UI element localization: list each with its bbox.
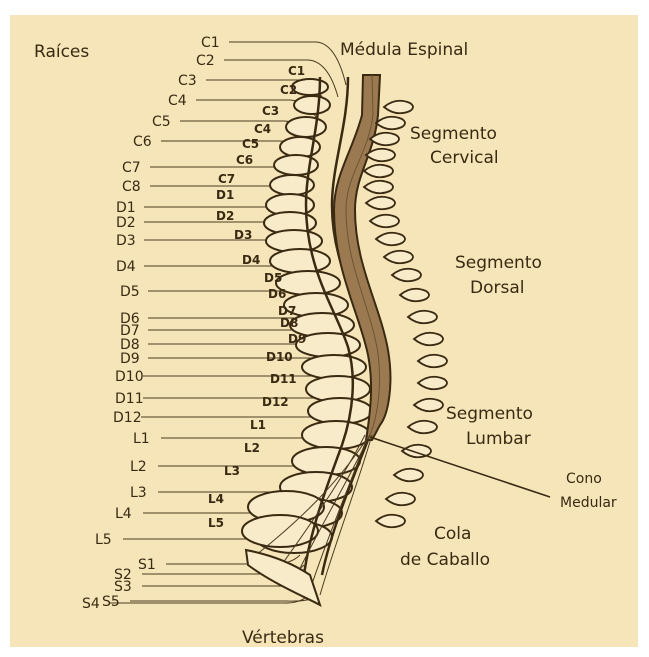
root-label-l1: L1 — [133, 431, 150, 447]
vertebra-label-c3: C3 — [262, 104, 279, 118]
root-label-c6: C6 — [133, 134, 152, 150]
root-label-l5: L5 — [95, 532, 112, 548]
root-label-c8: C8 — [122, 179, 141, 195]
root-label-c1: C1 — [201, 35, 220, 51]
vertebral-body-c1 — [292, 79, 328, 95]
vertebra-label-d3: D3 — [234, 228, 252, 242]
root-label-s3: S3 — [114, 579, 132, 595]
segment-lumbar-line1: Segmento — [446, 404, 533, 424]
segment-cervical-line2: Cervical — [430, 148, 499, 168]
root-label-l2: L2 — [130, 459, 147, 475]
vertebra-label-c2: C2 — [280, 83, 297, 97]
segment-cervical-line1: Segmento — [410, 124, 497, 144]
vertebra-label-c6: C6 — [236, 153, 253, 167]
root-label-c3: C3 — [178, 73, 197, 89]
vertebral-body-l5 — [242, 515, 318, 547]
vertebra-label-l5: L5 — [208, 516, 224, 530]
vertebral-body-d3 — [270, 249, 330, 273]
root-label-d3: D3 — [116, 233, 136, 249]
root-label-l4: L4 — [115, 506, 132, 522]
vertebra-label-c4: C4 — [254, 122, 271, 136]
vertebra-label-d5: D5 — [264, 271, 282, 285]
root-label-c2: C2 — [196, 53, 215, 69]
root-label-d9: D9 — [120, 351, 140, 367]
vertebra-label-d2: D2 — [216, 209, 234, 223]
root-label-d5: D5 — [120, 284, 140, 300]
title-medula-espinal: Médula Espinal — [340, 40, 468, 60]
root-label-c4: C4 — [168, 93, 187, 109]
vertebral-body-d12 — [292, 447, 360, 475]
root-label-d10: D10 — [115, 369, 144, 385]
root-label-c5: C5 — [152, 114, 171, 130]
title-raices: Raíces — [34, 42, 89, 62]
vertebra-label-l1: L1 — [250, 418, 266, 432]
root-label-d4: D4 — [116, 259, 136, 275]
segment-lumbar-line2: Lumbar — [466, 429, 531, 449]
root-label-d11: D11 — [115, 391, 144, 407]
cono-medular-line2: Medular — [560, 495, 617, 511]
title-vertebras: Vértebras — [242, 628, 324, 647]
segment-dorsal-line2: Dorsal — [470, 278, 524, 298]
vertebra-label-c1: C1 — [288, 64, 305, 78]
vertebra-label-l2: L2 — [244, 441, 260, 455]
vertebral-body-c2 — [294, 96, 330, 114]
root-label-d12: D12 — [113, 410, 142, 426]
root-label-c7: C7 — [122, 160, 141, 176]
vertebra-label-l3: L3 — [224, 464, 240, 478]
vertebral-body-c3 — [286, 117, 326, 137]
vertebra-label-d9: D9 — [288, 332, 306, 346]
vertebra-label-d10: D10 — [266, 350, 293, 364]
segment-dorsal-line1: Segmento — [455, 253, 542, 273]
vertebra-label-d6: D6 — [268, 287, 286, 301]
cola-de-caballo-line1: Cola — [434, 524, 471, 544]
root-label-l3: L3 — [130, 485, 147, 501]
cono-medular-line1: Cono — [566, 471, 602, 487]
root-label-s1: S1 — [138, 557, 156, 573]
vertebra-label-d1: D1 — [216, 188, 234, 202]
vertebra-label-c5: C5 — [242, 137, 259, 151]
cola-de-caballo-line2: de Caballo — [400, 550, 490, 570]
root-label-s5: S5 — [102, 594, 120, 610]
spine-diagram: C1C2C3C4C5C6C7C8D1D2D3D4D5D6D7D8D9D10D11… — [10, 15, 638, 647]
vertebra-label-c7: C7 — [218, 172, 235, 186]
vertebra-label-d11: D11 — [270, 372, 297, 386]
root-label-d2: D2 — [116, 215, 136, 231]
vertebra-label-d4: D4 — [242, 253, 260, 267]
root-label-s4: S4 — [82, 596, 100, 612]
root-label-d1: D1 — [116, 200, 136, 216]
vertebra-label-d8: D8 — [280, 316, 298, 330]
vertebra-label-d12: D12 — [262, 395, 289, 409]
vertebra-label-l4: L4 — [208, 492, 224, 506]
